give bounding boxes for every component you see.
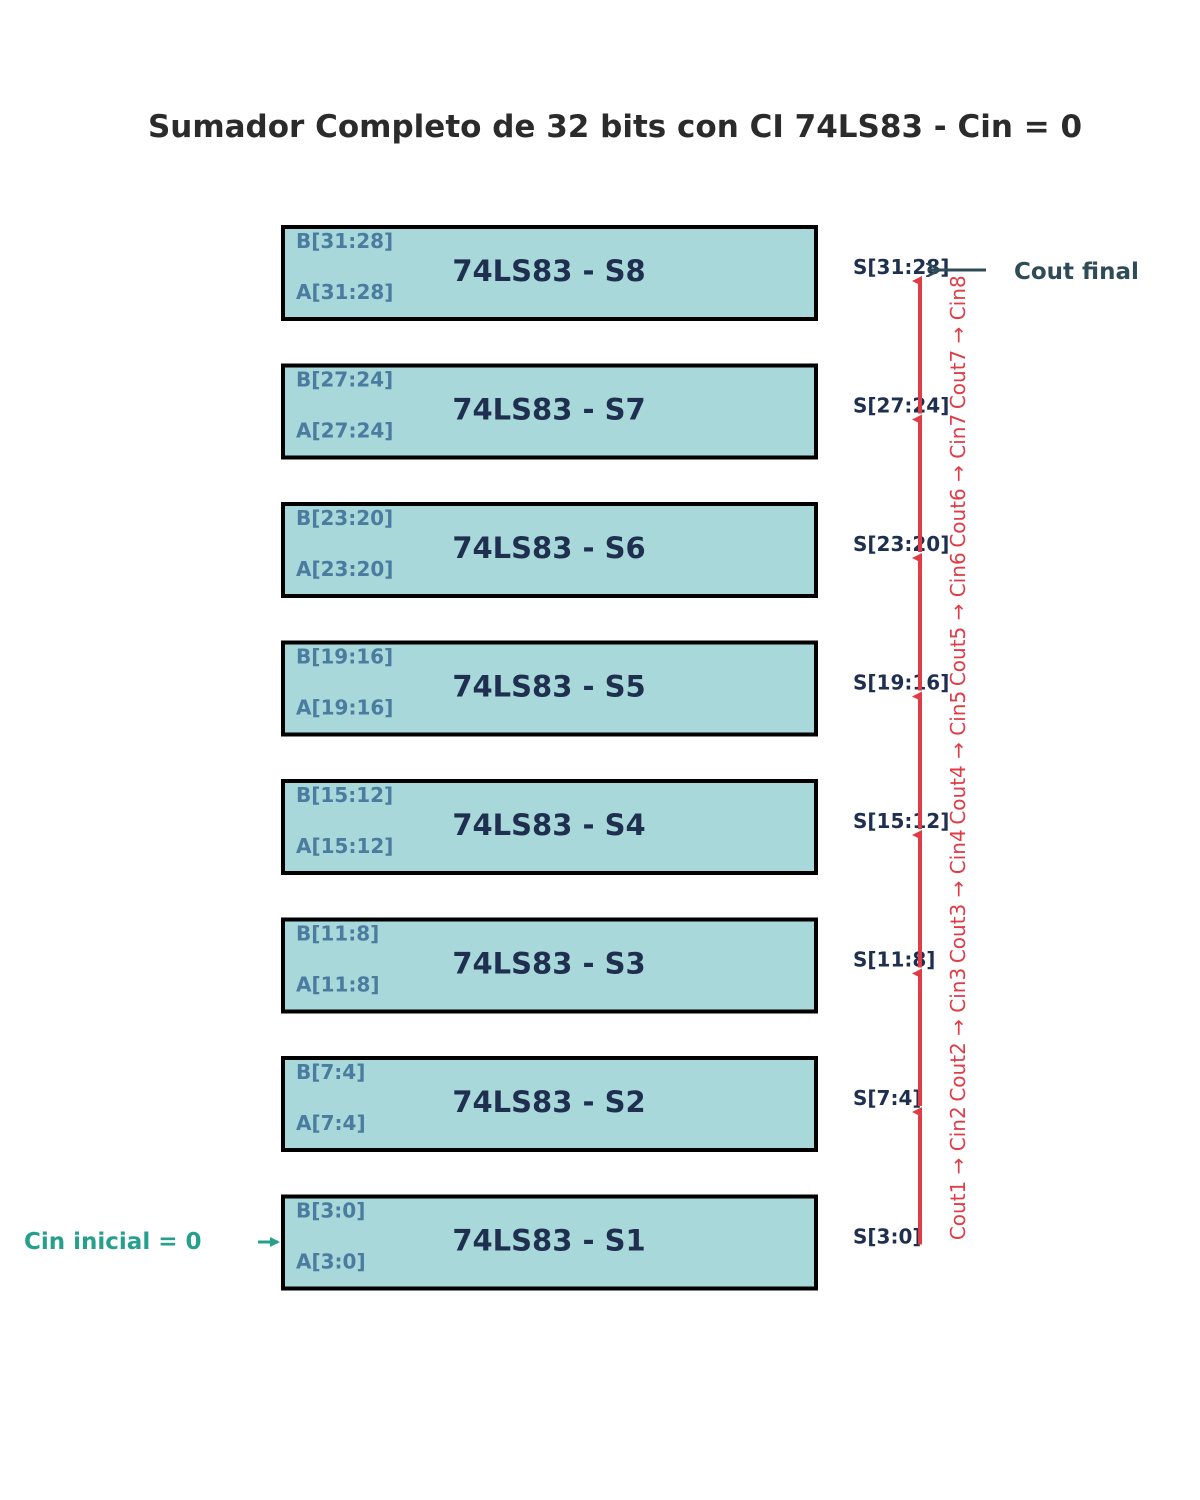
input-a-label: A[31:28] — [296, 280, 393, 304]
carry-label: Cout1 → Cin2 — [946, 1106, 970, 1240]
sum-output-label: S[3:0] — [853, 1225, 922, 1249]
adder-stage: B[31:28] A[31:28] 74LS83 - S8 S[31:28] — [281, 225, 949, 321]
input-a-label: A[3:0] — [296, 1250, 366, 1274]
adder-name: 74LS83 - S7 — [452, 393, 645, 427]
carry-label: Cout2 → Cin3 — [946, 968, 970, 1102]
input-b-label: B[11:8] — [296, 922, 379, 946]
adder-name: 74LS83 - S1 — [452, 1224, 645, 1258]
adder-stage: B[23:20] A[23:20] 74LS83 - S6 S[23:20] — [281, 502, 949, 598]
adder-stage: B[27:24] A[27:24] 74LS83 - S7 S[27:24] — [281, 363, 949, 460]
sum-output-label: S[7:4] — [853, 1086, 922, 1110]
input-a-label: A[27:24] — [296, 419, 393, 443]
adder-box — [281, 1194, 818, 1291]
input-a-label: A[11:8] — [296, 973, 380, 997]
adder-box — [281, 363, 818, 460]
input-b-label: B[31:28] — [296, 229, 393, 253]
adder-stage: B[15:12] A[15:12] 74LS83 - S4 S[15:12] — [281, 779, 949, 875]
adder-stage: B[7:4] A[7:4] 74LS83 - S2 S[7:4] — [281, 1056, 922, 1152]
cin-initial-label: Cin inicial = 0 — [24, 1229, 202, 1255]
input-b-label: B[3:0] — [296, 1199, 365, 1223]
page-title: Sumador Completo de 32 bits con CI 74LS8… — [148, 109, 1082, 145]
input-a-label: A[19:16] — [296, 696, 393, 720]
adder-box — [281, 502, 818, 598]
stages-layer: B[31:28] A[31:28] 74LS83 - S8 S[31:28] B[27:… — [281, 225, 949, 1291]
carry-label: Cout4 → Cin5 — [946, 691, 970, 825]
sum-output-label: S[23:20] — [853, 532, 949, 556]
input-b-label: B[19:16] — [296, 645, 393, 669]
adder-name: 74LS83 - S3 — [452, 947, 645, 981]
sum-output-label: S[27:24] — [853, 394, 949, 418]
sum-output-label: S[11:8] — [853, 948, 935, 972]
adder-name: 74LS83 - S6 — [452, 531, 645, 565]
adder-name: 74LS83 - S5 — [452, 670, 645, 704]
input-a-label: A[15:12] — [296, 834, 393, 858]
carry-label: Cout5 → Cin6 — [946, 552, 970, 686]
input-b-label: B[27:24] — [296, 368, 393, 392]
input-b-label: B[23:20] — [296, 506, 393, 530]
adder-stage: B[11:8] A[11:8] 74LS83 - S3 S[11:8] — [281, 917, 935, 1014]
cout-final-label: Cout final — [1014, 259, 1139, 285]
input-b-label: B[7:4] — [296, 1060, 365, 1084]
adder-name: 74LS83 - S4 — [452, 808, 645, 842]
adder-box — [281, 1056, 818, 1152]
sum-output-label: S[15:12] — [853, 809, 949, 833]
sum-output-label: S[19:16] — [853, 671, 949, 695]
carry-label: Cout6 → Cin7 — [946, 414, 970, 548]
adder-box — [281, 779, 818, 875]
adder-name: 74LS83 - S8 — [452, 254, 645, 288]
adder-name: 74LS83 - S2 — [452, 1085, 645, 1119]
input-a-label: A[7:4] — [296, 1111, 366, 1135]
input-b-label: B[15:12] — [296, 783, 393, 807]
carry-label: Cout3 → Cin4 — [946, 829, 970, 963]
input-a-label: A[23:20] — [296, 557, 393, 581]
carry-label: Cout7 → Cin8 — [946, 275, 970, 409]
adder-stage: B[19:16] A[19:16] 74LS83 - S5 S[19:16] — [281, 640, 949, 737]
adder-box — [281, 640, 818, 737]
adder-box — [281, 917, 818, 1014]
sum-output-label: S[31:28] — [853, 255, 949, 279]
adder-box — [281, 225, 818, 321]
adder-stage: B[3:0] A[3:0] 74LS83 - S1 S[3:0] — [281, 1194, 922, 1291]
